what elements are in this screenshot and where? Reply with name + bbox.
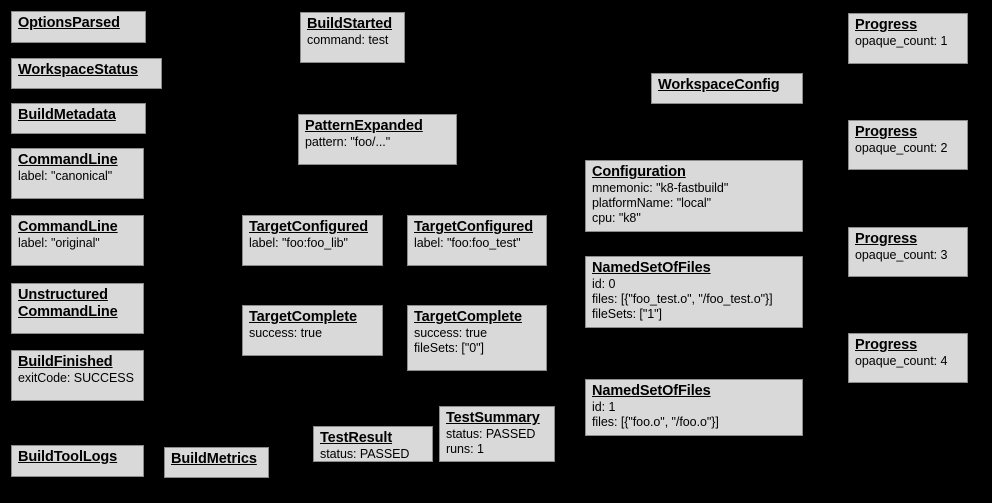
node-field: status: PASSED <box>446 427 536 441</box>
node-build-metrics[interactable]: BuildMetrics <box>164 447 269 478</box>
node-title: BuildFinished <box>18 354 113 370</box>
node-field: files: [{"foo_test.o", "/foo_test.o"}] <box>592 292 773 306</box>
node-title: NamedSetOfFiles <box>592 260 711 276</box>
node-title: TargetComplete <box>249 309 357 325</box>
node-fields: label: "foo:foo_test" <box>414 236 540 251</box>
node-build-tool-logs[interactable]: BuildToolLogs <box>11 445 144 477</box>
node-options-parsed[interactable]: OptionsParsed <box>11 11 146 43</box>
node-title: WorkspaceStatus <box>18 62 138 78</box>
node-field: label: "foo:foo_test" <box>414 236 521 250</box>
node-title: TestResult <box>320 430 393 446</box>
node-unstructured-command-line[interactable]: Unstructured CommandLine <box>11 283 144 334</box>
node-title: TestSummary <box>446 410 540 426</box>
node-title: PatternExpanded <box>305 118 423 134</box>
node-field: command: test <box>307 33 389 47</box>
node-workspace-config[interactable]: WorkspaceConfig <box>651 73 803 104</box>
node-field: opaque_count: 4 <box>855 354 948 368</box>
node-field: cpu: "k8" <box>592 211 641 225</box>
node-field: exitCode: SUCCESS <box>18 371 134 385</box>
node-title: Progress <box>855 337 918 353</box>
node-field: label: "canonical" <box>18 169 113 183</box>
node-field: opaque_count: 2 <box>855 141 948 155</box>
node-build-metadata[interactable]: BuildMetadata <box>11 103 146 134</box>
node-title: Progress <box>855 17 918 33</box>
node-fields: label: "canonical" <box>18 169 137 184</box>
node-fields: opaque_count: 2 <box>855 141 961 156</box>
node-field: platformName: "local" <box>592 196 711 210</box>
node-workspace-status[interactable]: WorkspaceStatus <box>11 58 162 89</box>
node-title: BuildToolLogs <box>18 449 118 465</box>
node-title: Progress <box>855 124 918 140</box>
node-fields: mnemonic: "k8-fastbuild"platformName: "l… <box>592 181 796 226</box>
node-title: CommandLine <box>18 152 118 168</box>
node-fields: label: "original" <box>18 236 137 251</box>
node-fields: opaque_count: 4 <box>855 354 961 369</box>
node-field: opaque_count: 3 <box>855 248 948 262</box>
node-field: label: "foo:foo_lib" <box>249 236 348 250</box>
node-title: Configuration <box>592 164 686 180</box>
node-field: label: "original" <box>18 236 100 250</box>
node-fields: command: test <box>307 33 398 48</box>
node-title: CommandLine <box>18 219 118 235</box>
node-title: NamedSetOfFiles <box>592 383 711 399</box>
node-title: Unstructured CommandLine <box>18 287 118 320</box>
node-field: status: PASSED <box>320 447 410 461</box>
node-title: Progress <box>855 231 918 247</box>
node-fields: exitCode: SUCCESS <box>18 371 137 386</box>
node-title: BuildMetadata <box>18 107 116 123</box>
node-field: files: [{"foo.o", "/foo.o"}] <box>592 415 719 429</box>
node-title: OptionsParsed <box>18 15 120 31</box>
node-title: TargetComplete <box>414 309 522 325</box>
node-field: fileSets: ["1"] <box>592 307 662 321</box>
node-field: success: true <box>414 326 487 340</box>
node-fields: pattern: "foo/..." <box>305 135 450 150</box>
node-field: success: true <box>249 326 322 340</box>
node-field: id: 0 <box>592 277 616 291</box>
node-field: pattern: "foo/..." <box>305 135 391 149</box>
node-fields: opaque_count: 1 <box>855 34 961 49</box>
node-title: TargetConfigured <box>249 219 368 235</box>
node-field: id: 1 <box>592 400 616 414</box>
node-fields: label: "foo:foo_lib" <box>249 236 376 251</box>
node-field: opaque_count: 1 <box>855 34 948 48</box>
node-fields: status: PASSED <box>320 447 426 462</box>
node-field: fileSets: ["0"] <box>414 341 484 355</box>
node-title: WorkspaceConfig <box>658 77 780 93</box>
node-fields: opaque_count: 3 <box>855 248 961 263</box>
node-fields: success: true <box>249 326 376 341</box>
node-title: BuildStarted <box>307 16 393 32</box>
node-title: TargetConfigured <box>414 219 533 235</box>
node-field: runs: 1 <box>446 442 484 456</box>
node-field: mnemonic: "k8-fastbuild" <box>592 181 729 195</box>
node-title: BuildMetrics <box>171 451 257 467</box>
